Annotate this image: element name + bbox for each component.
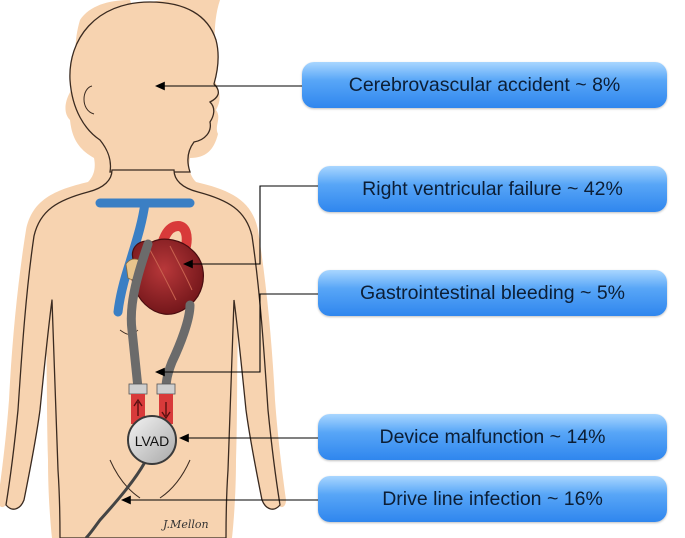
pointer-lines <box>120 81 318 505</box>
heart <box>125 238 204 315</box>
torso <box>5 169 281 538</box>
flow-arrow-down <box>161 402 171 420</box>
label-box-gastrointestinal-bleeding: Gastrointestinal bleeding ~ 5% <box>318 270 667 316</box>
groin-line-right <box>159 459 191 499</box>
cannula-connector-left <box>128 383 148 395</box>
label-box-cerebrovascular-accident: Cerebrovascular accident ~ 8% <box>302 62 667 108</box>
outflow-cannula <box>161 300 195 393</box>
coronary-vessel-1 <box>149 249 177 301</box>
lvad-pump <box>127 415 177 465</box>
label-device-malfunction: Device malfunction ~ 14% <box>379 425 606 448</box>
groin-line-left <box>109 459 141 499</box>
lvad-label: LVAD <box>135 433 170 449</box>
label-gastrointestinal-bleeding: Gastrointestinal bleeding ~ 5% <box>359 281 626 304</box>
pointer-rvf <box>182 185 318 269</box>
coronary-vessel-2 <box>169 245 193 291</box>
flow-arrow-up <box>133 398 143 416</box>
label-box-right-ventricular-failure: Right ventricular failure ~ 42% <box>318 166 667 212</box>
inflow-cannula <box>126 239 153 393</box>
lvad-cannulas <box>126 239 195 424</box>
artist-signature: J.Mellon <box>161 518 209 531</box>
ear <box>83 85 95 115</box>
label-right-ventricular-failure: Right ventricular failure ~ 42% <box>362 177 623 200</box>
drive-line <box>84 461 147 538</box>
head <box>69 1 220 173</box>
cannula-connector-right <box>156 383 176 395</box>
lvad-device: LVAD <box>84 415 177 538</box>
label-box-device-malfunction: Device malfunction ~ 14% <box>318 414 667 460</box>
pointer-gib <box>154 293 318 377</box>
label-drive-line-infection: Drive line infection ~ 16% <box>382 487 603 510</box>
label-cerebrovascular-accident: Cerebrovascular accident ~ 8% <box>348 73 621 96</box>
label-box-drive-line-infection: Drive line infection ~ 16% <box>318 476 667 522</box>
